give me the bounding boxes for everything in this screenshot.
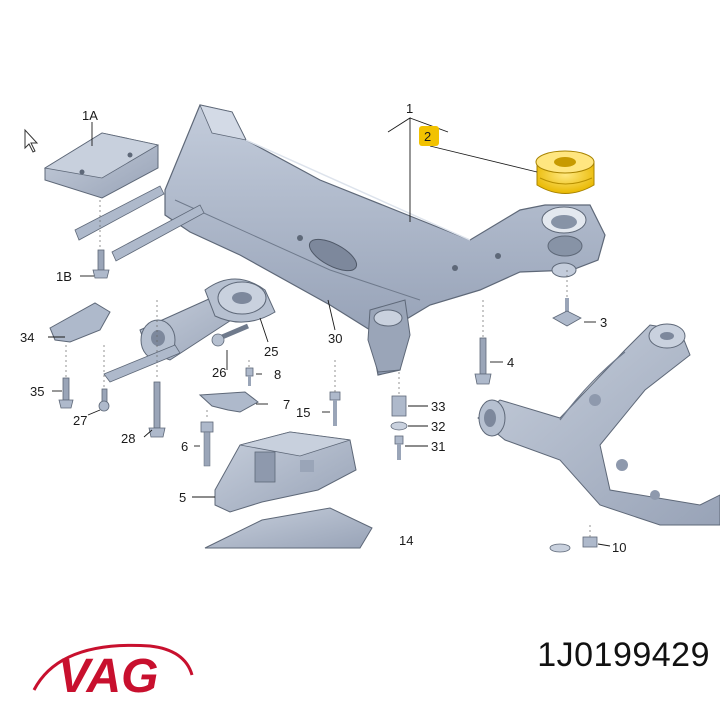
bolt-part-27: [98, 388, 110, 412]
callout-2-highlight: [419, 126, 439, 146]
control-arm: [477, 323, 720, 526]
callout-labels: 1 2 1A 1B 3 4 5 6 7 8 10 14 15 25 26 27 …: [20, 101, 626, 555]
bracket-part-34: [49, 302, 111, 343]
bolt-part-3: [552, 298, 582, 327]
bolt-part-4: [474, 337, 492, 385]
bolt-part-28: [148, 381, 166, 438]
callout-1b: 1B: [56, 269, 72, 284]
callout-34: 34: [20, 330, 34, 345]
logo-text: VAG: [58, 650, 158, 703]
callout-8: 8: [274, 367, 281, 382]
callout-5: 5: [179, 490, 186, 505]
bolt-part-15: [329, 391, 341, 426]
vag-logo: VAG: [32, 643, 194, 703]
spacer-part-33: [391, 395, 407, 417]
callout-30: 30: [328, 331, 342, 346]
bracket-part-14: [204, 507, 373, 549]
callout-14: 14: [399, 533, 413, 548]
engine-mount-part-5: [214, 431, 357, 513]
callout-10: 10: [612, 540, 626, 555]
callout-4: 4: [507, 355, 514, 370]
bracket-part-7: [198, 391, 259, 413]
bolt-part-1b: [92, 249, 110, 279]
callout-7: 7: [283, 397, 290, 412]
leader-lines: [48, 117, 611, 547]
callout-27: 27: [73, 413, 87, 428]
bolt-part-6: [200, 421, 214, 467]
callout-15: 15: [296, 405, 310, 420]
callout-31: 31: [431, 439, 445, 454]
plate-part-1a: [43, 132, 160, 199]
callout-6: 6: [181, 439, 188, 454]
logo-swoosh: [32, 643, 194, 691]
bolt-part-26: [211, 323, 249, 347]
callout-33: 33: [431, 399, 445, 414]
washer-part-32: [390, 421, 408, 431]
callout-35: 35: [30, 384, 44, 399]
strips-part-1: [74, 185, 205, 262]
callout-1a: 1A: [82, 108, 98, 123]
callout-32: 32: [431, 419, 445, 434]
callout-2: 2: [424, 129, 431, 144]
torque-arm: [103, 278, 276, 383]
bolt-part-35: [58, 377, 74, 409]
bolt-part-10: [549, 536, 598, 553]
callout-3: 3: [600, 315, 607, 330]
bolt-part-31: [394, 435, 404, 460]
bolt-part-8: [245, 367, 254, 386]
callout-1: 1: [406, 101, 413, 116]
callout-28: 28: [121, 431, 135, 446]
part-number: 1J0199429: [537, 636, 710, 674]
callout-26: 26: [212, 365, 226, 380]
cursor-icon: [24, 128, 39, 153]
subframe: [164, 104, 606, 376]
callout-25: 25: [264, 344, 278, 359]
bushing-part-2: [535, 150, 595, 194]
assembly-lines: [65, 200, 591, 537]
